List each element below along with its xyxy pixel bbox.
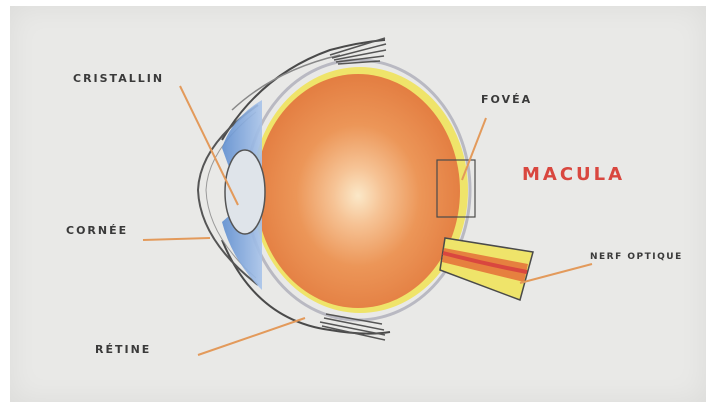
eyeball — [256, 74, 460, 308]
optic-nerve — [440, 238, 533, 300]
label-cornee: CORNÉE — [66, 224, 128, 237]
label-cristallin: CRISTALLIN — [73, 72, 164, 85]
label-nerf-optique: NERF OPTIQUE — [590, 252, 683, 262]
label-macula: MACULA — [522, 164, 625, 185]
label-fovea: FOVÉA — [481, 93, 532, 106]
label-retine: RÉTINE — [95, 343, 151, 356]
